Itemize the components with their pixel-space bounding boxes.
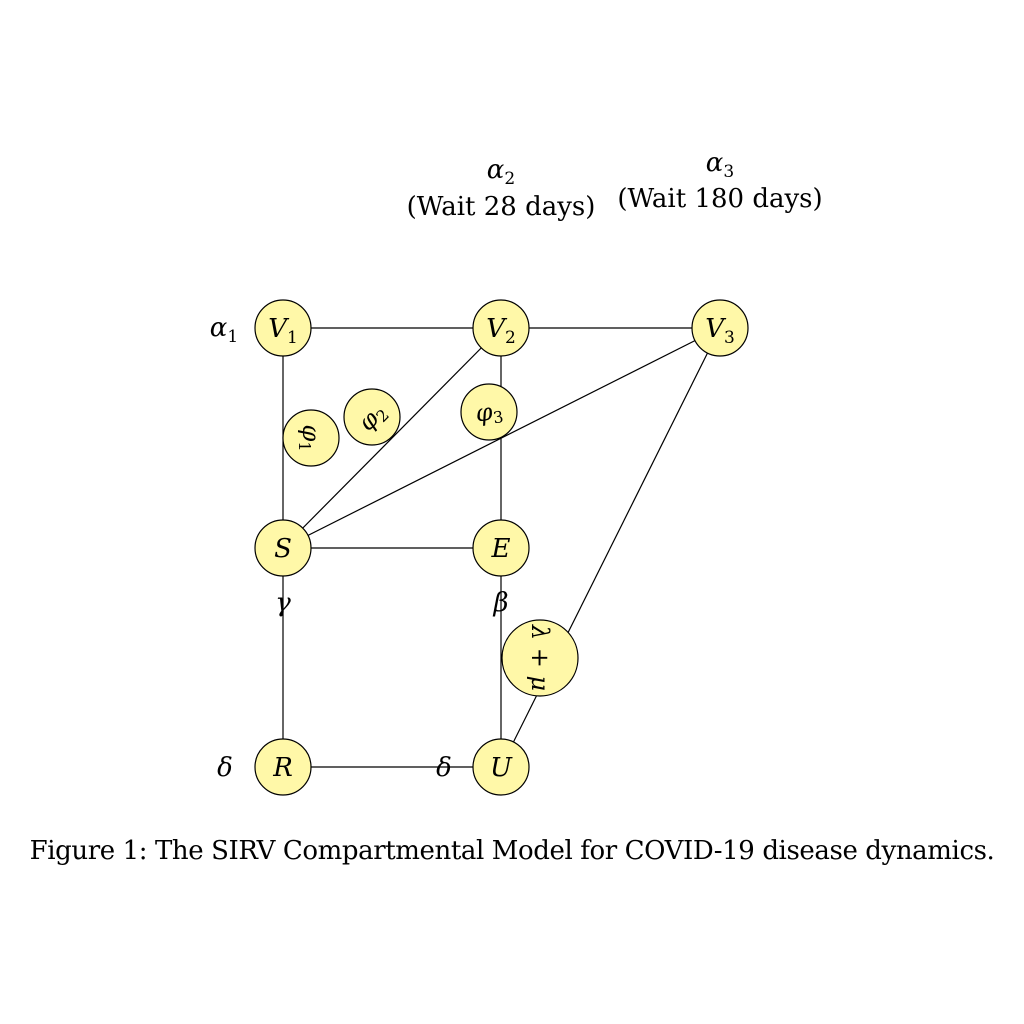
- svg-text:φ1: φ1: [296, 425, 326, 452]
- node-v1: V1: [254, 299, 312, 357]
- rate-phi3-label: φ: [474, 398, 495, 428]
- rate-phi1: φ1: [282, 409, 340, 467]
- label-gamma: γ: [275, 588, 291, 618]
- label-alpha2-sub: 2: [504, 169, 515, 189]
- node-v1-sub: 1: [287, 328, 298, 348]
- rate-lambda-mu-label: λ + μ: [526, 624, 554, 691]
- label-alpha1-main: α: [210, 313, 228, 343]
- node-v3: V3: [691, 299, 749, 357]
- svg-text:V3: V3: [705, 314, 735, 348]
- rate-phi1-label: φ: [297, 425, 325, 442]
- label-alpha3-main: α: [706, 148, 724, 178]
- label-alpha2: α2: [487, 155, 515, 189]
- label-delta-left: δ: [217, 753, 233, 783]
- rate-phi1-sub: 1: [296, 441, 315, 451]
- node-s: S: [254, 519, 312, 577]
- node-v2-label: V: [486, 314, 507, 344]
- svg-text:V1: V1: [268, 314, 298, 348]
- rate-phi2: φ2: [343, 388, 401, 446]
- svg-text:V2: V2: [486, 314, 516, 348]
- rate-lambda-mu: λ + μ: [501, 619, 579, 697]
- label-alpha1-sub: 1: [227, 327, 238, 347]
- node-u: U: [472, 738, 530, 796]
- rate-phi3: φ3: [460, 383, 518, 441]
- node-r-label: R: [272, 753, 293, 783]
- label-alpha2-main: α: [487, 155, 505, 185]
- figure-caption: Figure 1: The SIRV Compartmental Model f…: [29, 836, 995, 866]
- label-alpha3: α3: [706, 148, 734, 182]
- label-delta-mid: δ: [436, 753, 452, 783]
- node-v2-sub: 2: [505, 328, 516, 348]
- node-v1-label: V: [268, 314, 289, 344]
- node-r: R: [254, 738, 312, 796]
- node-s-label: S: [274, 534, 292, 564]
- node-v3-sub: 3: [724, 328, 735, 348]
- rate-phi3-sub: 3: [492, 407, 505, 427]
- node-v2: V2: [472, 299, 530, 357]
- edge-u-v3: [500, 327, 721, 768]
- svg-text:φ3: φ3: [474, 396, 505, 429]
- label-beta: β: [492, 588, 508, 618]
- node-v3-label: V: [705, 314, 726, 344]
- node-u-label: U: [490, 753, 513, 783]
- edge-s-v2: [282, 327, 502, 549]
- node-e: E: [472, 519, 530, 577]
- label-alpha3-note: (Wait 180 days): [617, 184, 822, 214]
- label-alpha3-sub: 3: [723, 162, 734, 182]
- label-alpha1: α1: [210, 313, 238, 347]
- label-alpha2-note: (Wait 28 days): [407, 192, 596, 222]
- node-e-label: E: [491, 534, 511, 564]
